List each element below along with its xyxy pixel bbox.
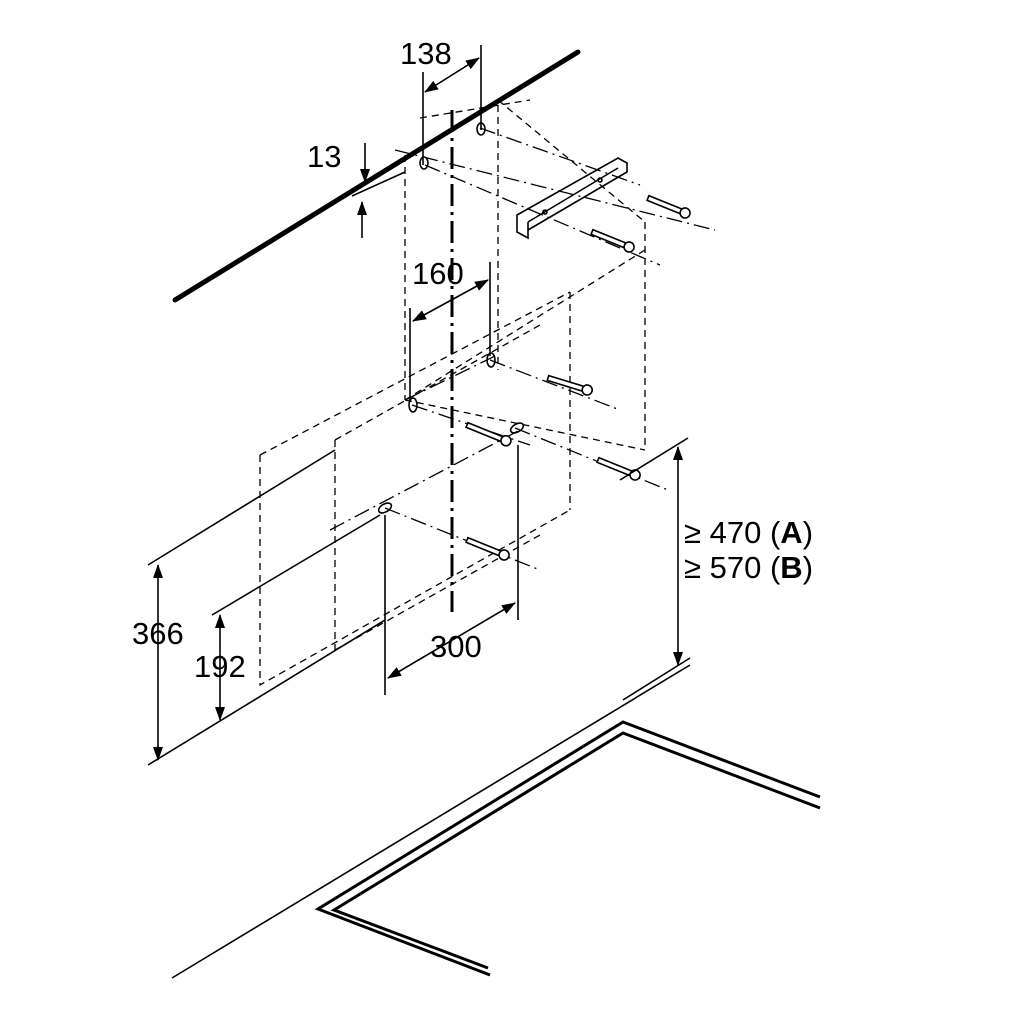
dimension-clearance: ≥ 470 (A) ≥ 570 (B) bbox=[619, 437, 813, 701]
dimension-300: 300 bbox=[384, 445, 519, 695]
clearance-b-label: ≥ 570 (B) bbox=[684, 550, 813, 585]
screws bbox=[465, 194, 691, 561]
dimension-160: 160 bbox=[409, 256, 491, 400]
dim-13-label: 13 bbox=[307, 139, 341, 174]
dimension-366: 366 bbox=[132, 449, 386, 766]
mounting-holes bbox=[377, 122, 525, 514]
cooktop bbox=[171, 664, 821, 979]
clearance-a-label: ≥ 470 (A) bbox=[684, 515, 813, 550]
dim-192-label: 192 bbox=[194, 649, 246, 684]
hood-outline bbox=[259, 291, 571, 687]
dim-366-label: 366 bbox=[132, 616, 184, 651]
ceiling-line bbox=[172, 49, 581, 303]
dim-300-label: 300 bbox=[430, 629, 482, 664]
dimension-13: 13 bbox=[307, 139, 406, 238]
dim-160-label: 160 bbox=[412, 256, 464, 291]
dim-138-label: 138 bbox=[400, 36, 452, 71]
wall-bracket bbox=[516, 157, 628, 240]
dimension-192: 192 bbox=[194, 514, 381, 721]
dimension-138: 138 bbox=[400, 36, 482, 165]
chimney-outline-upper bbox=[404, 99, 646, 451]
